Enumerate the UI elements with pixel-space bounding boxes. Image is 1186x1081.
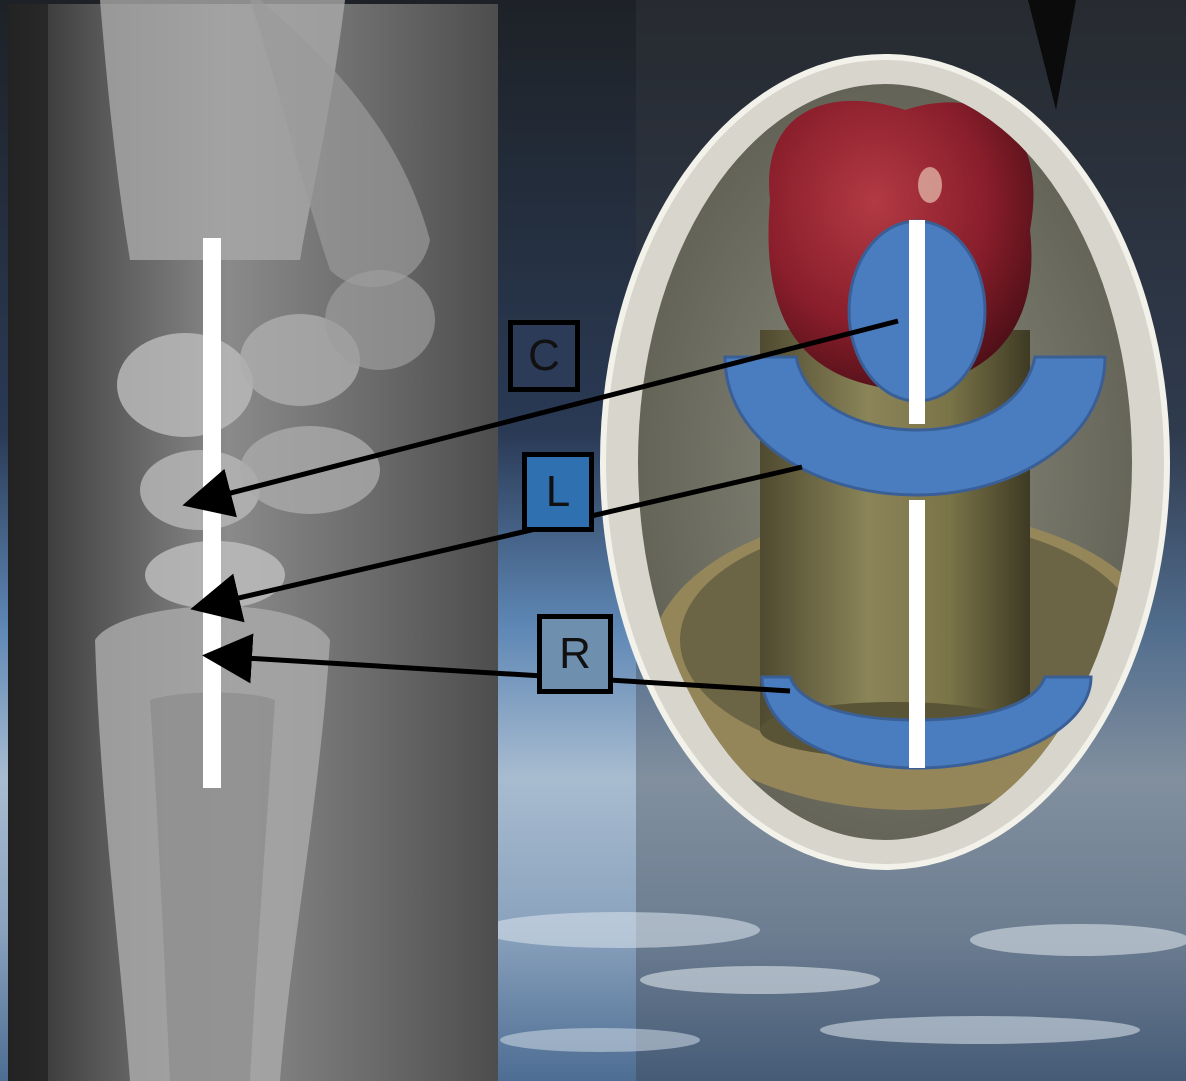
label-l: L [522, 452, 594, 532]
photo-axis-line-lower [909, 500, 925, 768]
wrist-xray-image [8, 0, 498, 1081]
photo-axis-line-upper [909, 220, 925, 424]
xray-axis-line [203, 238, 221, 788]
label-r: R [537, 614, 613, 694]
label-c: C [508, 320, 580, 392]
